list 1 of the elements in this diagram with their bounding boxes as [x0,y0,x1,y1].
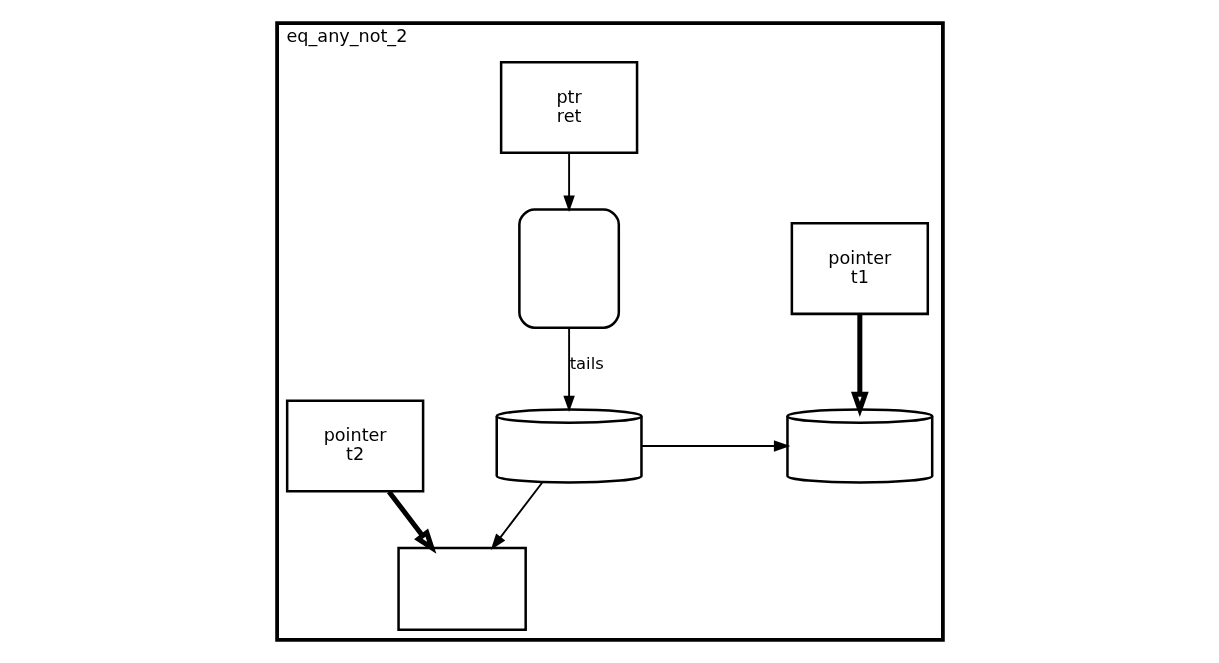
edge-label: tails [569,353,604,373]
